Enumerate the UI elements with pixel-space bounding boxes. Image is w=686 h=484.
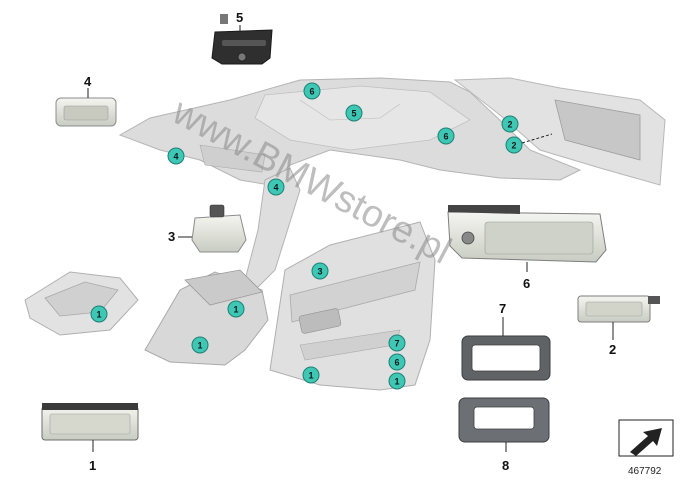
callout-marker: 4 bbox=[167, 147, 185, 165]
callout-marker: 6 bbox=[388, 353, 406, 371]
svg-text:6: 6 bbox=[309, 87, 314, 97]
callout-marker: 5 bbox=[345, 104, 363, 122]
svg-text:6: 6 bbox=[394, 358, 399, 368]
callout-marker: 3 bbox=[311, 262, 329, 280]
callout-marker: 1 bbox=[388, 372, 406, 390]
svg-text:2: 2 bbox=[507, 120, 512, 130]
svg-text:3: 3 bbox=[317, 267, 322, 277]
callout-marker: 2 bbox=[505, 136, 523, 154]
part-4-interior-light bbox=[55, 88, 117, 127]
headliner-illustration bbox=[118, 77, 666, 291]
orientation-arrow-icon bbox=[618, 419, 674, 457]
svg-text:1: 1 bbox=[197, 341, 202, 351]
part-label-7: 7 bbox=[499, 301, 506, 316]
part-7-frame-gasket bbox=[461, 317, 551, 381]
svg-text:7: 7 bbox=[394, 339, 399, 349]
svg-text:5: 5 bbox=[351, 109, 356, 119]
callout-marker: 6 bbox=[303, 82, 321, 100]
callout-marker: 1 bbox=[227, 300, 245, 318]
callout-marker: 6 bbox=[437, 127, 455, 145]
diagram-reference-number: 467792 bbox=[628, 466, 662, 477]
part-label-5: 5 bbox=[236, 10, 243, 25]
callout-marker: 1 bbox=[191, 336, 209, 354]
part-5-overhead-console bbox=[211, 14, 273, 65]
svg-text:6: 6 bbox=[443, 132, 448, 142]
svg-text:1: 1 bbox=[394, 377, 399, 387]
part-label-6: 6 bbox=[523, 276, 530, 291]
part-label-4: 4 bbox=[84, 74, 92, 89]
part-label-2: 2 bbox=[609, 342, 616, 357]
callout-marker: 4 bbox=[267, 178, 285, 196]
svg-text:4: 4 bbox=[273, 183, 278, 193]
part-label-3: 3 bbox=[168, 229, 175, 244]
part-label-1: 1 bbox=[89, 458, 96, 473]
svg-text:1: 1 bbox=[96, 310, 101, 320]
part-3-footwell-light bbox=[178, 204, 247, 253]
part-6-reading-light bbox=[447, 205, 607, 272]
part-2-small-light bbox=[577, 295, 660, 340]
svg-text:4: 4 bbox=[173, 152, 178, 162]
callout-marker: 2 bbox=[501, 115, 519, 133]
callout-leader bbox=[521, 133, 553, 144]
part-label-8: 8 bbox=[502, 458, 509, 473]
svg-text:2: 2 bbox=[511, 141, 516, 151]
console-illustration bbox=[24, 269, 269, 366]
part-8-cover-frame bbox=[458, 397, 550, 452]
callout-marker: 1 bbox=[90, 305, 108, 323]
part-1-light-unit bbox=[41, 403, 139, 452]
svg-text:1: 1 bbox=[233, 305, 238, 315]
callout-marker: 7 bbox=[388, 334, 406, 352]
callout-marker: 1 bbox=[302, 366, 320, 384]
svg-text:1: 1 bbox=[308, 371, 313, 381]
